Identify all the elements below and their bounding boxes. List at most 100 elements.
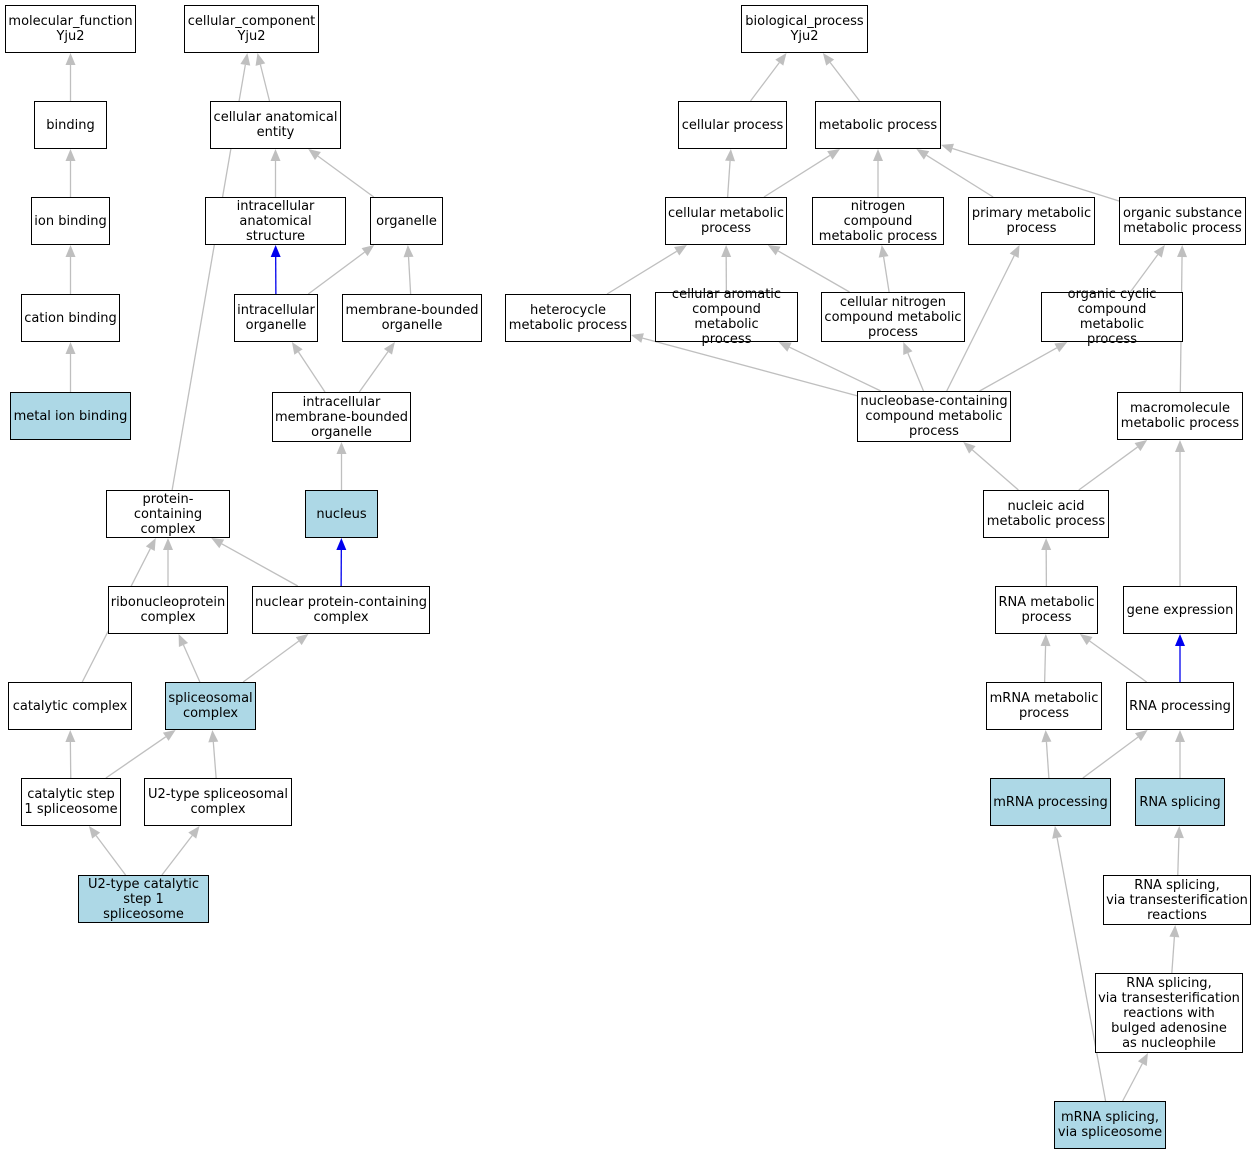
arrowhead-nucleus-to-imbo <box>336 442 347 454</box>
edge-mrna_splicing-to-rstb <box>1122 1063 1143 1102</box>
node-nuclear-protein-containing-complex[interactable]: nuclear protein-containing complex <box>252 586 430 634</box>
arrowhead-mbo-to-organelle <box>403 245 414 258</box>
node-rna-splicing[interactable]: RNA splicing <box>1135 778 1225 826</box>
arrowhead-metal_ion_binding-to-cation_binding <box>65 342 76 354</box>
arrowhead-ias-to-cae <box>270 149 281 161</box>
arrowhead-cacmp-to-cmp <box>721 245 732 258</box>
node-molecular-function[interactable]: molecular_function Yju2 <box>5 5 136 53</box>
edge-rna_processing-to-rnamp <box>1089 640 1148 683</box>
node-gene-expression[interactable]: gene expression <box>1123 586 1237 634</box>
node-rna-metabolic-process[interactable]: RNA metabolic process <box>995 586 1098 634</box>
node-cellular-aromatic-compound-metabolic-process[interactable]: cellular aromatic compound metabolic pro… <box>655 287 798 347</box>
node-cellular-metabolic-process[interactable]: cellular metabolic process <box>665 197 787 245</box>
edge-pmp-to-metabolic_process <box>926 154 994 198</box>
node-primary-metabolic-process[interactable]: primary metabolic process <box>968 197 1095 245</box>
arrowhead-mrnamp-to-rnamp <box>1040 634 1051 647</box>
edge-mrna_processing-to-mrnamp <box>1045 741 1050 779</box>
edge-occmp-to-osmp <box>1129 254 1159 293</box>
arrowhead-rst-to-rna_splicing <box>1173 826 1184 839</box>
node-ribonucleoprotein-complex[interactable]: ribonucleoprotein complex <box>108 586 228 634</box>
node-macromolecule-metabolic-process[interactable]: macromolecule metabolic process <box>1117 392 1243 440</box>
node-intracellular-anatomical-structure[interactable]: intracellular anatomical structure <box>205 197 346 245</box>
edge-cncmp-to-ncmp <box>882 256 890 293</box>
node-intracellular-membrane-bounded-organelle[interactable]: intracellular membrane-bounded organelle <box>272 392 411 442</box>
arrowhead-nbcmp-to-cacmp <box>778 342 792 352</box>
node-organelle[interactable]: organelle <box>370 197 443 245</box>
node-nucleobase-containing-compound-metabolic-process[interactable]: nucleobase-containing compound metabolic… <box>857 391 1011 442</box>
arrowhead-cellular_process-to-bp <box>775 53 787 66</box>
node-heterocycle-metabolic-process[interactable]: heterocycle metabolic process <box>505 294 631 342</box>
node-metabolic-process[interactable]: metabolic process <box>815 101 941 149</box>
arrowhead-catalytic_complex-to-pcc <box>145 538 156 551</box>
node-ion-binding[interactable]: ion binding <box>31 197 110 245</box>
edge-mrnamp-to-rnamp <box>1043 645 1047 683</box>
node-catalytic-complex[interactable]: catalytic complex <box>8 682 132 730</box>
node-u2-type-spliceosomal-complex[interactable]: U2-type spliceosomal complex <box>144 778 292 826</box>
edge-cmp-to-cellular_process <box>726 160 731 198</box>
arrowhead-imbo-to-mbo <box>383 342 395 355</box>
arrowhead-u2sc-to-spliceosomal <box>208 730 219 743</box>
arrowhead-imbo-to-intra_org <box>291 342 303 355</box>
arrowhead-pmp-to-metabolic_process <box>916 149 930 160</box>
node-intracellular-organelle[interactable]: intracellular organelle <box>234 294 318 342</box>
arrowhead-ion_binding-to-binding <box>65 149 76 161</box>
arrowhead-organelle-to-cae <box>308 149 321 161</box>
node-mrna-metabolic-process[interactable]: mRNA metabolic process <box>986 682 1102 730</box>
node-organic-substance-metabolic-process[interactable]: organic substance metabolic process <box>1119 197 1246 245</box>
node-u2-type-catalytic-step-1-spliceosome[interactable]: U2-type catalytic step 1 spliceosome <box>78 875 209 923</box>
edge-u2cs1-to-cs1 <box>95 835 127 876</box>
node-mrna-splicing-via-spliceosome[interactable]: mRNA splicing, via spliceosome <box>1054 1101 1166 1149</box>
arrowhead-nbcmp-to-cncmp <box>903 342 913 355</box>
arrowhead-npcc-to-nucleus <box>336 538 347 551</box>
arrowhead-cs1-to-catalytic_complex <box>65 730 76 743</box>
arrowhead-intra_org-to-organelle <box>361 245 375 257</box>
arrowhead-cae-to-cc <box>255 53 266 66</box>
node-rna-splicing-via-transesterification-bulged-adenosine[interactable]: RNA splicing, via transesterification re… <box>1095 973 1243 1053</box>
arrowhead-occmp-to-osmp <box>1153 245 1165 258</box>
arrowhead-cmp-to-cellular_process <box>725 149 736 162</box>
node-cellular-anatomical-entity[interactable]: cellular anatomical entity <box>210 101 341 149</box>
arrowhead-mrna_processing-to-rna_processing <box>1135 730 1148 742</box>
edge-cae-to-cc <box>259 64 271 102</box>
edge-metabolic_process-to-bp <box>829 62 861 102</box>
edge-rstb-to-rst <box>1171 936 1176 974</box>
arrowhead-rnamp-to-namp <box>1041 538 1052 551</box>
arrowhead-gene_expression-to-mmp <box>1175 440 1185 452</box>
node-metal-ion-binding[interactable]: metal ion binding <box>10 392 131 440</box>
arrowhead-spliceosomal-to-rnp <box>178 634 189 647</box>
node-rna-processing[interactable]: RNA processing <box>1126 682 1234 730</box>
node-cellular-nitrogen-compound-metabolic-process[interactable]: cellular nitrogen compound metabolic pro… <box>821 292 965 342</box>
arrowhead-cs1-to-spliceosomal <box>162 730 176 741</box>
arrowhead-u2cs1-to-cs1 <box>88 826 101 839</box>
node-protein-containing-complex[interactable]: protein-containing complex <box>106 490 230 538</box>
node-biological-process[interactable]: biological_process Yju2 <box>741 5 868 53</box>
edge-mbo-to-organelle <box>407 256 412 295</box>
arrowhead-nbcmp-to-occmp <box>1054 342 1068 353</box>
node-membrane-bounded-organelle[interactable]: membrane-bounded organelle <box>342 294 482 342</box>
arrowhead-mmp-to-osmp <box>1177 245 1188 258</box>
edge-u2sc-to-spliceosomal <box>212 741 217 779</box>
node-nucleic-acid-metabolic-process[interactable]: nucleic acid metabolic process <box>983 490 1109 538</box>
edge-cmp-to-metabolic_process <box>763 154 831 198</box>
node-cation-binding[interactable]: cation binding <box>21 294 120 342</box>
node-binding[interactable]: binding <box>34 101 107 149</box>
arrowhead-rna_splicing-to-rna_processing <box>1175 730 1185 742</box>
arrowhead-nbcmp-to-pmp <box>1009 245 1020 258</box>
arrowhead-mrna_splicing-to-mrna_processing <box>1052 826 1063 839</box>
edge-nbcmp-to-hmp <box>642 337 858 397</box>
node-spliceosomal-complex[interactable]: spliceosomal complex <box>165 682 256 730</box>
edge-rst-to-rna_splicing <box>1177 837 1180 876</box>
node-nitrogen-compound-metabolic-process[interactable]: nitrogen compound metabolic process <box>812 197 944 245</box>
arrowhead-namp-to-mmp <box>1134 440 1148 452</box>
node-rna-splicing-via-transesterification-reactions[interactable]: RNA splicing, via transesterification re… <box>1103 875 1251 925</box>
node-catalytic-step-1-spliceosome[interactable]: catalytic step 1 spliceosome <box>21 778 121 826</box>
node-cellular-component[interactable]: cellular_component Yju2 <box>184 5 319 53</box>
node-cellular-process[interactable]: cellular process <box>678 101 787 149</box>
arrowhead-mrna_splicing-to-rstb <box>1137 1053 1148 1066</box>
arrowhead-cncmp-to-ncmp <box>878 245 889 258</box>
node-mrna-processing[interactable]: mRNA processing <box>990 778 1111 826</box>
node-organic-cyclic-compound-metabolic-process[interactable]: organic cyclic compound metabolic proces… <box>1041 287 1183 347</box>
node-nucleus[interactable]: nucleus <box>305 490 378 538</box>
